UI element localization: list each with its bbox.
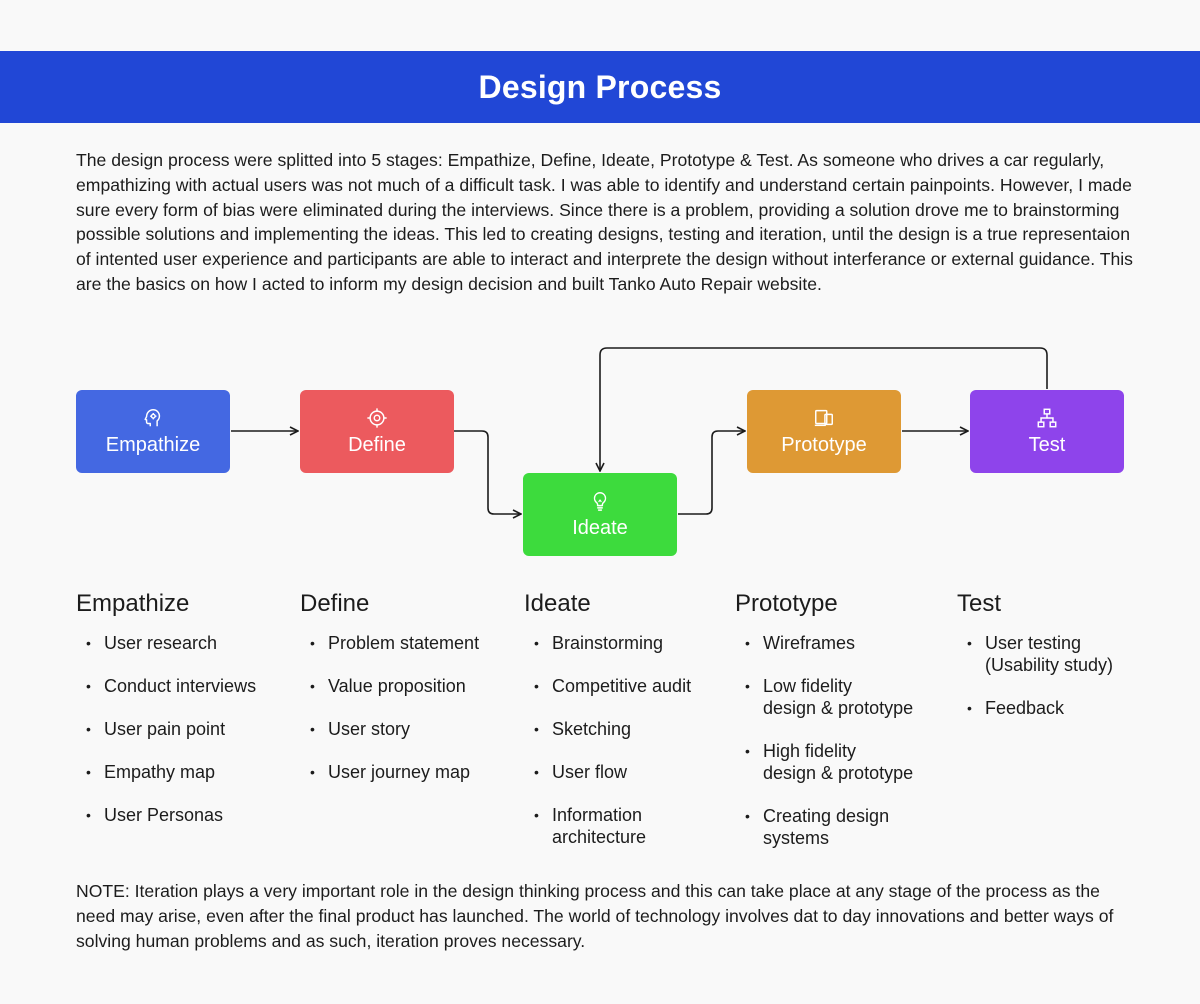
arrow-define-to-ideate [454,430,521,514]
stage-test: Test [970,390,1124,473]
list-item: Competitive audit [524,675,691,697]
list-item: User journey map [300,761,479,783]
arrow-ideate-to-prototype [678,431,745,515]
process-flow-diagram: Empathize Define Ideate Prototype [0,330,1200,570]
detail-column-empathize: Empathize User researchConduct interview… [76,590,256,847]
list-item: Problem statement [300,632,479,654]
detail-title: Empathize [76,590,190,617]
detail-list: User testing (Usability study) Feedback [957,632,1113,719]
detail-title: Prototype [735,590,838,617]
arrow-test-to-ideate-loop [600,347,1048,471]
list-item: Conduct interviews [76,675,256,697]
list-item: Low fidelity design & prototype [735,675,913,719]
page-title: Design Process [478,68,722,105]
stage-label: Ideate [572,516,628,539]
list-item: Creating design systems [735,805,913,849]
stage-label: Test [1028,433,1066,456]
devices-icon [814,409,833,426]
stage-label: Define [348,433,406,456]
note-paragraph: NOTE: Iteration plays a very important r… [76,881,1114,951]
list-item: Information architecture [524,804,691,848]
list-item: User story [300,718,479,740]
stage-ideate: Ideate [523,473,677,556]
list-item: User pain point [76,718,256,740]
detail-list: WireframesLow fidelity design & prototyp… [735,632,913,849]
intro-paragraph: The design process were splitted into 5 … [76,150,1133,294]
detail-title: Define [300,590,370,617]
stage-details: Empathize User researchConduct interview… [76,590,1146,860]
flow-connectors [231,347,1048,570]
stage-empathize: Empathize [76,390,230,473]
detail-column-define: Define Problem statementValue propositio… [300,590,479,804]
list-item: User research [76,632,256,654]
list-item: High fidelity design & prototype [735,740,913,784]
detail-column-test: Test User testing (Usability study) Feedb… [957,590,1113,740]
target-icon [367,407,387,428]
header-banner: Design Process [0,51,1200,123]
stage-label: Empathize [105,433,201,456]
list-item: User flow [524,761,691,783]
stage-label: Prototype [781,433,867,456]
stage-define: Define [300,390,454,473]
detail-title: Test [957,590,1002,617]
detail-list: Problem statementValue propositionUser s… [300,632,479,783]
list-item: Brainstorming [524,632,691,654]
lightbulb-icon [593,491,607,511]
detail-list: BrainstormingCompetitive auditSketchingU… [524,632,691,848]
stage-prototype: Prototype [747,390,901,473]
list-item: User Personas [76,804,256,826]
list-item: Feedback [957,697,1113,719]
list-item: Sketching [524,718,691,740]
list-item: Empathy map [76,761,256,783]
detail-column-prototype: Prototype WireframesLow fidelity design … [735,590,913,870]
list-item: Wireframes [735,632,913,654]
head-gear-icon [144,408,161,426]
list-item: User testing (Usability study) [957,632,1113,676]
detail-title: Ideate [524,590,591,617]
hierarchy-icon [1037,408,1057,427]
detail-list: User researchConduct interviewsUser pain… [76,632,256,826]
detail-column-ideate: Ideate BrainstormingCompetitive auditSke… [524,590,691,869]
list-item: Value proposition [300,675,479,697]
